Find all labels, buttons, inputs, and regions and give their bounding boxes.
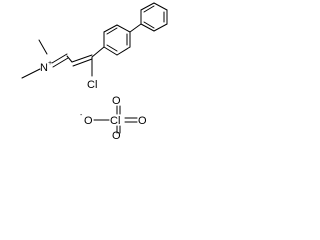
perchlorate-oxygen-charge: - (80, 112, 83, 119)
ring1-double-1 (106, 27, 118, 35)
nitrogen-atom: N (40, 62, 48, 74)
ring1-bond-6 (103, 46, 118, 56)
perchlorate-oxygen-top: O (112, 95, 121, 107)
perchlorate-oxygen-right: O (138, 115, 147, 127)
ring2-double-1 (143, 5, 155, 13)
ring2-bond-3 (153, 2, 168, 11)
chloro-propenyl-chain: Cl (66, 46, 105, 91)
ring1-bond-3 (116, 24, 131, 33)
perchlorate-anion: O - O Cl O O (80, 95, 147, 139)
ring1-bond-5 (116, 46, 131, 56)
ring-link (129, 23, 142, 33)
chemical-structure-diagram: N + Cl O (21, 2, 168, 139)
ring2-bond-2 (140, 2, 155, 11)
bond-ch-ccl-double (72, 58, 93, 67)
phenyl-ring-lower (103, 24, 131, 56)
bond-n-methyl-left (21, 68, 41, 79)
bond-ch-ccl (71, 54, 93, 63)
ring2-double-3 (143, 21, 155, 29)
bond-ch-ch (66, 55, 73, 63)
perchlorate-chlorine: Cl (110, 115, 120, 127)
dimethyliminium-group: N + (21, 39, 69, 79)
ring1-bond-2 (103, 24, 118, 33)
bond-n-ch-double-a (51, 53, 68, 64)
nitrogen-charge: + (48, 60, 52, 67)
bond-c-ring (91, 46, 105, 58)
bond-n-methyl-top (38, 39, 48, 55)
perchlorate-oxygen-bottom: O (112, 130, 121, 139)
phenyl-ring-upper (129, 2, 168, 33)
ring1-double-3 (106, 44, 118, 52)
perchlorate-oxygen-left: O (84, 115, 93, 127)
ring2-bond-6 (140, 23, 155, 32)
chlorine-atom: Cl (87, 79, 97, 91)
ring2-bond-5 (153, 23, 168, 32)
bond-n-ch-double-b (52, 57, 69, 68)
